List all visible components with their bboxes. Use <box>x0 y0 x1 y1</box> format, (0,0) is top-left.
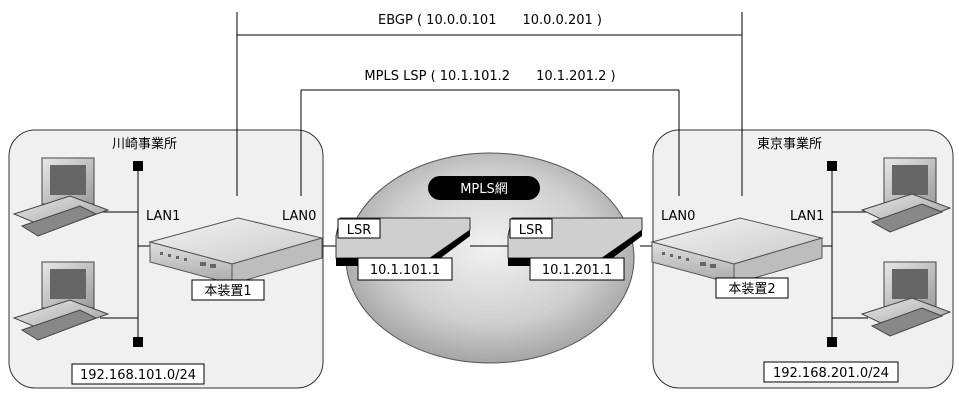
mpls-cloud-badge <box>428 176 540 200</box>
right-router <box>650 217 824 285</box>
mpls-lsp-line <box>300 89 680 196</box>
lsr-right-ip-box <box>529 257 625 281</box>
left-pc-2 <box>12 261 110 341</box>
left-device-label: 本装置1 <box>204 284 251 299</box>
right-device-label-box <box>715 277 789 299</box>
right-lan0-label: LAN0 <box>661 209 695 224</box>
right-pc-1 <box>860 157 952 233</box>
left-subnet-label: 192.168.101.0/24 <box>80 368 196 383</box>
ebgp-label: EBGP ( 10.0.0.101 10.0.0.201 ) <box>378 13 602 28</box>
right-pc-2 <box>860 261 952 337</box>
left-lan0-label: LAN0 <box>282 209 316 224</box>
left-router <box>148 217 324 285</box>
right-lan1-label: LAN1 <box>790 209 824 224</box>
right-lan-terminator-bottom <box>827 337 837 347</box>
ebgp-line <box>236 12 743 196</box>
pc-links <box>100 211 868 319</box>
lsr-right-ip: 10.1.201.1 <box>542 263 612 278</box>
lsr-right-label-box <box>509 218 553 239</box>
right-lan-terminator-top <box>827 161 837 171</box>
right-subnet-box <box>763 361 899 383</box>
left-lan1-label: LAN1 <box>146 209 180 224</box>
lsr-left-label: LSR <box>347 223 372 238</box>
lsr-left-label-box <box>337 218 381 239</box>
lsr-right <box>507 217 643 266</box>
left-subnet-box <box>71 363 205 385</box>
left-pc-1 <box>12 157 110 237</box>
right-subnet-label: 192.168.201.0/24 <box>773 366 889 381</box>
left-site-name: 川崎事業所 <box>112 136 177 152</box>
mpls-cloud-label: MPLS網 <box>460 182 508 197</box>
left-lan-terminator-bottom <box>133 337 143 347</box>
right-device-label: 本装置2 <box>728 282 775 297</box>
lsr-right-label: LSR <box>519 223 544 238</box>
left-device-label-box <box>191 279 265 301</box>
lsr-left-ip: 10.1.101.1 <box>370 263 440 278</box>
lsr-left-ip-box <box>357 257 453 281</box>
mpls-lsp-label: MPLS LSP ( 10.1.101.2 10.1.201.2 ) <box>364 69 615 84</box>
lsr-left <box>335 217 471 266</box>
right-site-name: 東京事業所 <box>757 136 822 152</box>
left-lan-terminator-top <box>133 161 143 171</box>
